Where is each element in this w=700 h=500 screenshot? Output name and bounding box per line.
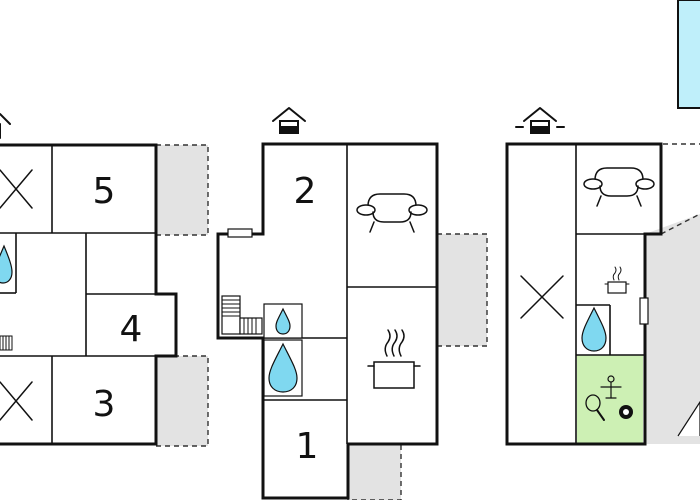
window xyxy=(227,228,253,238)
sofa-icon xyxy=(356,193,428,233)
bed-cross-icon xyxy=(0,169,33,209)
unit-right xyxy=(505,107,700,446)
unit-left: 5 4 3 xyxy=(0,113,209,447)
stairs-icon xyxy=(0,335,13,351)
pool-area xyxy=(677,0,700,109)
window xyxy=(639,297,649,325)
table-tennis-billiards-icon xyxy=(585,375,633,421)
terrace-middle-bottom xyxy=(347,443,402,500)
terrace-right xyxy=(645,214,700,444)
outer-wall-left-unit xyxy=(0,143,178,446)
cooking-pot-icon xyxy=(367,329,421,389)
terrace-left-bottom xyxy=(155,355,209,447)
water-drop-icon xyxy=(0,244,13,284)
room-number-1: 1 xyxy=(296,426,319,467)
room-number-4: 4 xyxy=(120,309,143,350)
house-entrance-icon xyxy=(0,113,11,139)
stairs-icon xyxy=(221,295,263,335)
house-entrance-icon xyxy=(515,107,565,134)
path-arrow xyxy=(677,400,700,437)
room-number-3: 3 xyxy=(93,384,116,425)
bed-cross-icon xyxy=(520,275,564,319)
terrace-left-top xyxy=(155,144,209,236)
water-drop-icon xyxy=(581,306,607,352)
unit-middle: 2 1 xyxy=(216,107,488,500)
terrace-middle-right xyxy=(436,233,488,347)
terrace-boundary xyxy=(660,213,700,235)
room-number-5: 5 xyxy=(93,171,116,212)
room-number-2: 2 xyxy=(294,171,317,212)
sofa-icon xyxy=(583,167,655,207)
house-entrance-icon xyxy=(272,107,306,134)
water-drop-icon xyxy=(268,342,298,393)
bed-cross-icon xyxy=(0,381,33,421)
cooking-pot-icon xyxy=(604,266,630,294)
water-drop-icon xyxy=(275,307,291,335)
